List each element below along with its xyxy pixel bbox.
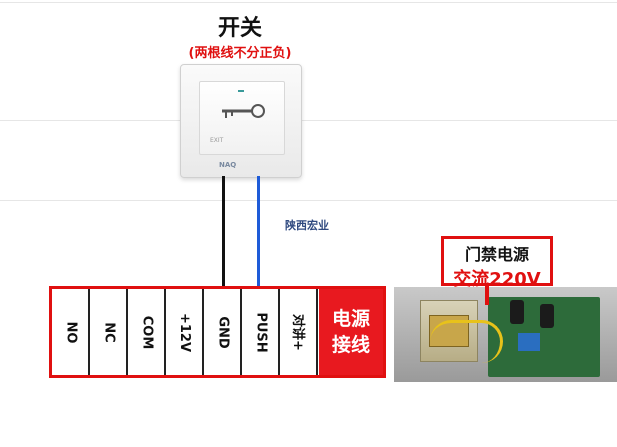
terminal-com: COM: [130, 289, 166, 375]
power-supply-label-line2: 交流220V: [453, 269, 541, 290]
background-line: [0, 200, 617, 201]
background-line: [0, 2, 617, 3]
terminal-gnd: GND: [206, 289, 242, 375]
red-wire: [485, 283, 489, 305]
blue-wire: [257, 176, 260, 288]
terminal-label: PUSH: [253, 311, 269, 353]
terminal-nc: NC: [92, 289, 128, 375]
terminal-label: 对讲+: [289, 313, 305, 351]
relay: [518, 333, 540, 351]
brand-label: NAQ: [219, 161, 237, 169]
background-line: [0, 120, 617, 121]
terminal-label: COM: [139, 315, 155, 349]
switch-button: EXIT: [199, 81, 285, 155]
terminal-label: GND: [215, 315, 231, 349]
switch-subtitle: (两根线不分正负): [188, 46, 292, 61]
black-wire: [222, 176, 225, 288]
terminal-label: NO: [63, 321, 79, 343]
yellow-wire: [430, 320, 503, 363]
indicator-light: [238, 90, 244, 92]
capacitor: [510, 300, 524, 324]
watermark: 陕西宏业: [285, 219, 329, 232]
terminal-block: NO NC COM +12V GND PUSH 对讲+ 电源 接线: [49, 286, 386, 378]
terminal-intercom: 对讲+: [282, 289, 318, 375]
power-wiring-label: 电源 接线: [319, 289, 383, 375]
terminal-label: NC: [101, 321, 117, 343]
key-icon: [222, 104, 265, 118]
exit-switch: EXIT NAQ: [180, 64, 302, 178]
terminal-label: +12V: [177, 312, 193, 352]
exit-label: EXIT: [210, 137, 224, 144]
terminal-12v: +12V: [168, 289, 204, 375]
capacitor: [540, 304, 554, 328]
power-label-line1: 电源: [331, 308, 370, 330]
power-supply-label-line1: 门禁电源: [464, 245, 529, 264]
power-supply-label: 门禁电源 交流220V: [441, 236, 553, 290]
terminal-push: PUSH: [244, 289, 280, 375]
switch-title: 开关: [217, 16, 262, 41]
terminal-no: NO: [54, 289, 90, 375]
power-label-line2: 接线: [331, 334, 370, 356]
